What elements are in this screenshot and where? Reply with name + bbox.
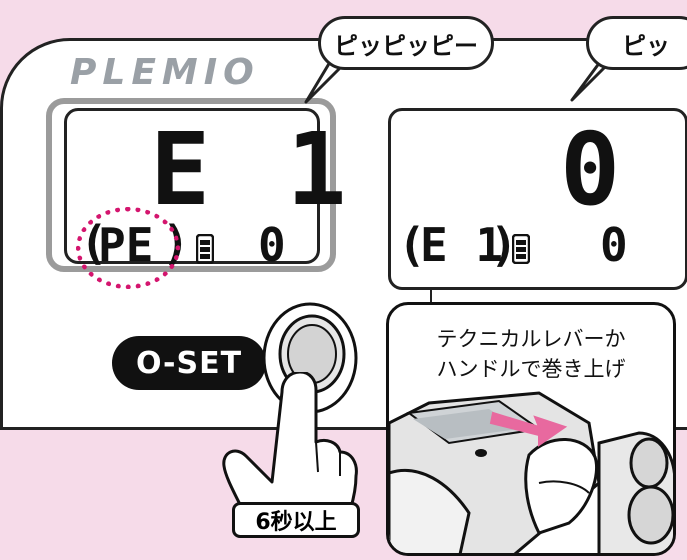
lcd-right-mode-readout: E 1 <box>420 218 504 272</box>
instruction-line-2: ハンドルで巻き上げ <box>436 357 626 381</box>
lcd-right-count-readout: 0 <box>600 218 628 272</box>
brand-logo: PLEMIO <box>70 52 260 93</box>
direction-arrow-icon <box>489 411 568 447</box>
instruction-line-1: テクニカルレバーか <box>436 327 626 351</box>
lcd-display-right <box>388 108 687 290</box>
lcd-right-paren-open: ( <box>398 218 426 272</box>
instruction-callout: テクニカルレバーか ハンドルで巻き上げ <box>386 302 676 556</box>
battery-icon <box>196 234 214 264</box>
lcd-left-main-readout: E 1 <box>150 111 355 228</box>
reel-illustration <box>389 391 673 553</box>
battery-icon <box>512 234 530 264</box>
sound-bubble-left: ピッピッピー <box>318 16 494 70</box>
oset-label: O-SET <box>112 336 266 390</box>
sound-bubble-right: ピッ <box>586 16 687 70</box>
lcd-right-main-readout: 0 <box>560 111 629 228</box>
callout-connector <box>430 290 432 304</box>
bubble-tail-left <box>304 61 346 104</box>
lcd-left-count-readout: 0 <box>258 218 286 272</box>
bubble-tail-right <box>570 61 608 102</box>
pe-highlight-circle <box>76 207 180 289</box>
duration-badge: 6秒以上 <box>232 502 360 538</box>
